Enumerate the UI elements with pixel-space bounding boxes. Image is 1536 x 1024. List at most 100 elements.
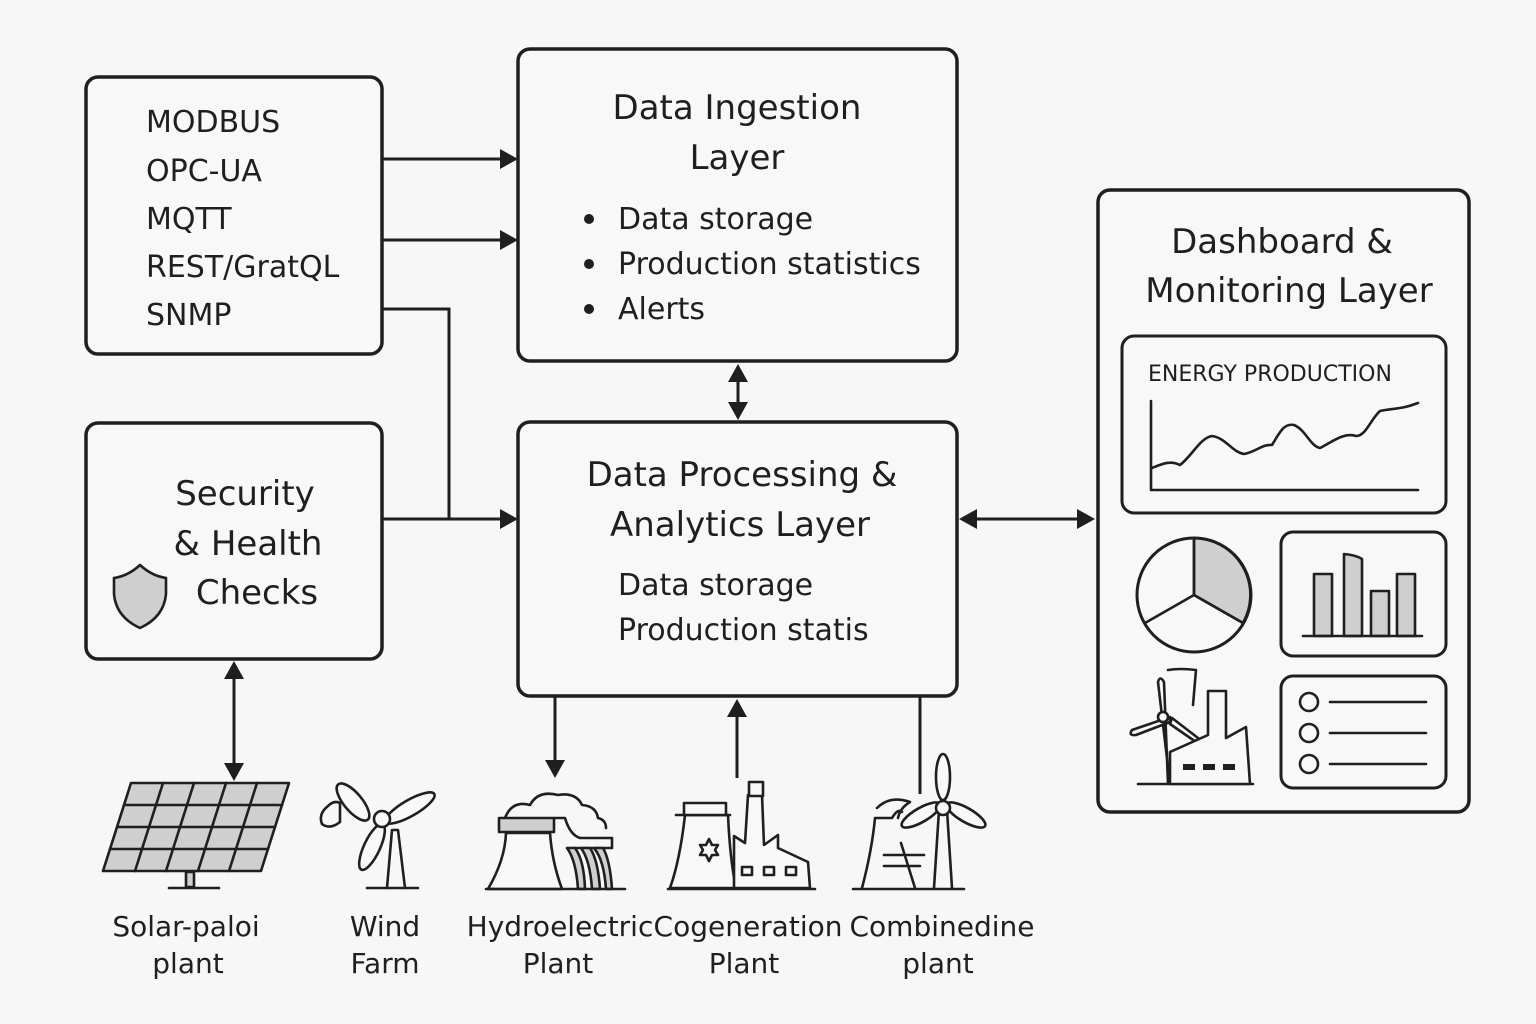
turbine-blade xyxy=(934,752,952,802)
solar-plant: Solar-paloi plant xyxy=(101,781,291,980)
dashboard-title: Dashboard & xyxy=(1171,222,1393,262)
factory-building xyxy=(1168,689,1252,786)
wind-gust xyxy=(319,800,342,828)
arrowhead xyxy=(545,760,565,778)
combined-plant: Combinedine plant xyxy=(849,752,1035,980)
bar-widget-frame xyxy=(1279,530,1448,658)
cloud-outline xyxy=(503,792,608,830)
energy-widget-frame xyxy=(1120,334,1448,515)
pie-chart-icon xyxy=(1135,536,1253,654)
dashboard-layer-box: Dashboard & Monitoring Layer ENERGY PROD… xyxy=(1096,188,1471,814)
bar-icon-bar xyxy=(1395,572,1417,638)
arrowhead xyxy=(500,149,518,169)
tower-cap xyxy=(497,816,556,834)
arrowhead xyxy=(224,661,244,679)
factory-window xyxy=(740,865,754,877)
pie-divider xyxy=(1192,593,1245,625)
turbine-hub xyxy=(372,809,392,829)
factory-wind-icon xyxy=(1129,667,1255,786)
arrow-protocols-to-processing xyxy=(383,307,451,519)
protocol-item: REST/GratQL xyxy=(146,250,340,285)
ingestion-title: Data Ingestion xyxy=(613,88,862,128)
plant-label: Farm xyxy=(351,947,420,980)
panel-grid xyxy=(164,781,196,873)
cogeneration-plant: Cogeneration Plant xyxy=(654,780,843,980)
factory-window xyxy=(784,865,798,877)
factory-building xyxy=(732,793,812,890)
processing-title: Analytics Layer xyxy=(610,505,870,545)
arrowhead xyxy=(224,763,244,781)
arrowhead xyxy=(728,402,748,420)
energy-production-line xyxy=(1150,401,1420,470)
arrowhead xyxy=(500,509,518,529)
list-bullet-icon xyxy=(1298,753,1320,775)
processing-box-frame xyxy=(516,420,959,698)
ingestion-box-frame xyxy=(516,47,959,363)
arrowhead xyxy=(728,364,748,382)
factory-window xyxy=(1223,764,1235,770)
wind-turbine-icon xyxy=(319,782,436,890)
list-bullet-icon xyxy=(1298,722,1320,744)
processing-title: Data Processing & xyxy=(587,455,898,495)
turbine-tower xyxy=(385,828,407,890)
ingestion-layer-box: Data Ingestion Layer Data storage Produc… xyxy=(516,47,959,363)
protocol-item: MQTT xyxy=(146,202,232,237)
plant-label: Combinedine xyxy=(849,910,1034,943)
security-title: Security xyxy=(175,474,315,514)
line-chart-axes xyxy=(1149,399,1420,492)
solar-panel-icon xyxy=(101,781,291,890)
plant-label: Plant xyxy=(523,947,594,980)
bullet-icon xyxy=(584,259,594,269)
factory-window xyxy=(762,865,776,877)
processing-item: Data storage xyxy=(618,568,813,603)
bar-icon-bar xyxy=(1369,589,1391,638)
plant-label: plant xyxy=(152,947,223,980)
processing-layer-box: Data Processing & Analytics Layer Data s… xyxy=(516,420,959,698)
power-line xyxy=(899,841,917,890)
connectors xyxy=(224,149,1095,794)
dam-outline xyxy=(552,816,614,850)
factory-window xyxy=(1203,764,1215,770)
protocols-box: MODBUS OPC-UA MQTT REST/GratQL SNMP xyxy=(84,75,384,356)
panel-grid xyxy=(227,781,259,873)
cooling-tower xyxy=(860,809,904,890)
arrowhead xyxy=(727,699,747,717)
chimney-top xyxy=(747,780,765,798)
ingestion-bullet: Data storage xyxy=(618,202,813,237)
ingestion-bullet: Production statistics xyxy=(618,247,921,282)
processing-item: Production statis xyxy=(618,613,869,648)
list-bullet-icon xyxy=(1298,691,1320,713)
panel-post xyxy=(184,870,196,889)
energy-production-widget: ENERGY PRODUCTION xyxy=(1120,334,1448,515)
security-title: Checks xyxy=(196,573,318,613)
plant-label: Wind xyxy=(350,910,420,943)
ingestion-title: Layer xyxy=(690,138,785,178)
cogeneration-plant-icon xyxy=(666,780,817,891)
panel-grid xyxy=(133,781,165,873)
panel-grid xyxy=(196,781,228,873)
factory-window xyxy=(1183,764,1195,770)
wind-farm: Wind Farm xyxy=(319,782,436,980)
bar-chart-widget xyxy=(1279,530,1448,658)
bullet-icon xyxy=(584,214,594,224)
arrowhead xyxy=(959,509,977,529)
plant-label: Cogeneration xyxy=(654,910,843,943)
bar-icon-bar xyxy=(1342,552,1364,638)
energy-production-title: ENERGY PRODUCTION xyxy=(1148,362,1392,387)
protocol-item: MODBUS xyxy=(146,105,280,140)
turbine-tower xyxy=(1156,677,1172,785)
security-title: & Health xyxy=(174,524,323,564)
protocol-item: OPC-UA xyxy=(146,154,262,189)
hydroelectric-plant: Hydroelectric Plant xyxy=(467,792,653,980)
turbine-hub xyxy=(1156,710,1170,724)
security-box: Security & Health Checks xyxy=(84,421,384,661)
ingestion-bullet: Alerts xyxy=(618,292,705,327)
protocols-box-frame xyxy=(84,75,384,356)
plant-label: plant xyxy=(902,947,973,980)
turbine-blade xyxy=(335,782,371,822)
shield-icon xyxy=(112,563,168,630)
combined-plant-icon xyxy=(851,752,987,891)
plant-label: Solar-paloi xyxy=(112,910,259,943)
hydro-plant-icon xyxy=(484,792,627,891)
